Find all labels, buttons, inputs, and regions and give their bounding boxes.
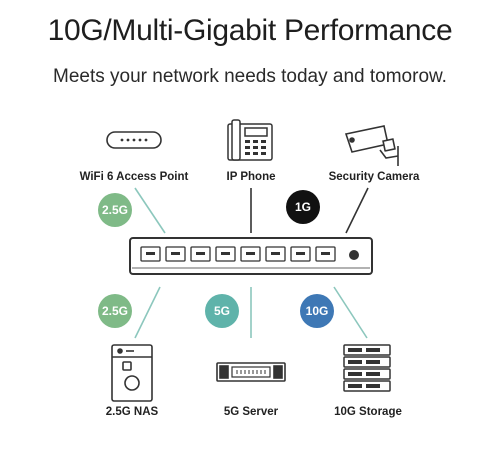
storage-connection-line bbox=[333, 286, 368, 339]
ip-phone-icon bbox=[227, 119, 273, 161]
nas-speed-badge: 2.5G bbox=[98, 294, 132, 328]
server-icon bbox=[216, 362, 286, 382]
storage-label: 10G Storage bbox=[334, 406, 402, 418]
wifi-connection-line bbox=[134, 187, 166, 234]
security-camera-label: Security Camera bbox=[328, 171, 420, 183]
nas-connection-line bbox=[134, 286, 161, 339]
wifi-access-point-icon bbox=[106, 131, 162, 149]
camera-connection-line bbox=[345, 187, 369, 234]
storage-speed-badge: 10G bbox=[300, 294, 334, 328]
page-title: 10G/Multi-Gigabit Performance bbox=[47, 14, 453, 47]
wifi-speed-badge: 2.5G bbox=[98, 193, 132, 227]
page-subtitle: Meets your network needs today and tomor… bbox=[53, 66, 447, 87]
storage-icon bbox=[343, 344, 391, 392]
phone-speed-badge: 1G bbox=[286, 190, 320, 224]
security-camera-icon bbox=[344, 125, 399, 166]
nas-label: 2.5G NAS bbox=[105, 406, 159, 418]
ip-phone-label: IP Phone bbox=[226, 171, 276, 183]
server-label: 5G Server bbox=[223, 406, 279, 418]
server-speed-badge: 5G bbox=[205, 294, 239, 328]
wifi-access-point-label: WiFi 6 Access Point bbox=[79, 171, 189, 183]
network-switch-icon bbox=[129, 237, 373, 275]
nas-icon bbox=[111, 344, 153, 402]
